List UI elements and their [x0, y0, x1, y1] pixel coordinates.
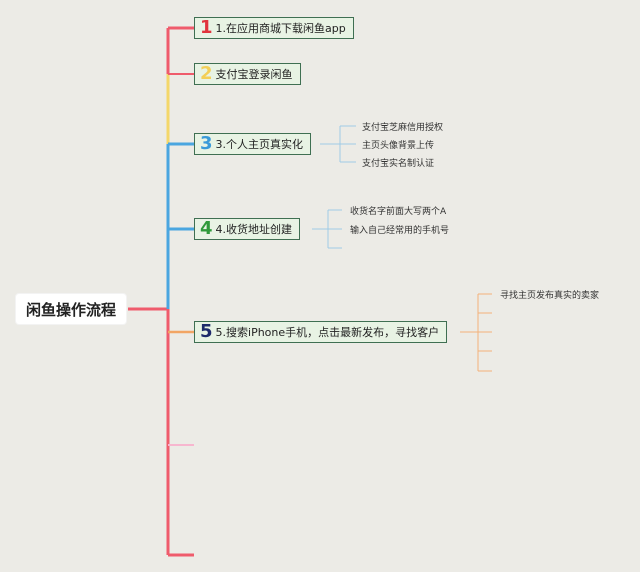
leaf-3-2: 主页头像背景上传 — [362, 141, 435, 151]
leaf-4-2: 输入自己经常用的手机号 — [350, 226, 450, 236]
leaf-3-1: 支付宝芝麻信用授权 — [362, 123, 444, 133]
step-number-4: 4 — [200, 218, 213, 239]
root-label: 闲鱼操作流程 — [26, 300, 117, 319]
step-node-4: 4 4.收货地址创建 — [194, 218, 301, 240]
step-label-1: 1.在应用商城下载闲鱼app — [215, 22, 346, 35]
step-number-1: 1 — [200, 17, 213, 38]
step-node-2: 2 支付宝登录闲鱼 — [194, 63, 301, 85]
step-number-3: 3 — [200, 133, 213, 154]
step-label-2: 支付宝登录闲鱼 — [215, 68, 293, 81]
step-node-5: 5 5.搜索iPhone手机，点击最新发布，寻找客户 — [194, 321, 448, 343]
step-label-4: 4.收货地址创建 — [215, 223, 293, 236]
step-node-1: 1 1.在应用商城下载闲鱼app — [194, 17, 354, 39]
leaf-5-1: 寻找主页发布真实的卖家 — [500, 291, 600, 301]
leaf-3-3: 支付宝实名制认证 — [362, 159, 435, 169]
root-node: 闲鱼操作流程 — [16, 294, 127, 324]
step-number-2: 2 — [200, 63, 213, 84]
step-label-5: 5.搜索iPhone手机，点击最新发布，寻找客户 — [215, 326, 440, 339]
leaf-4-1: 收货名字前面大写两个A — [350, 207, 447, 217]
step-number-5: 5 — [200, 321, 213, 342]
step-node-3: 3 3.个人主页真实化 — [194, 133, 312, 155]
step-label-3: 3.个人主页真实化 — [215, 138, 304, 151]
